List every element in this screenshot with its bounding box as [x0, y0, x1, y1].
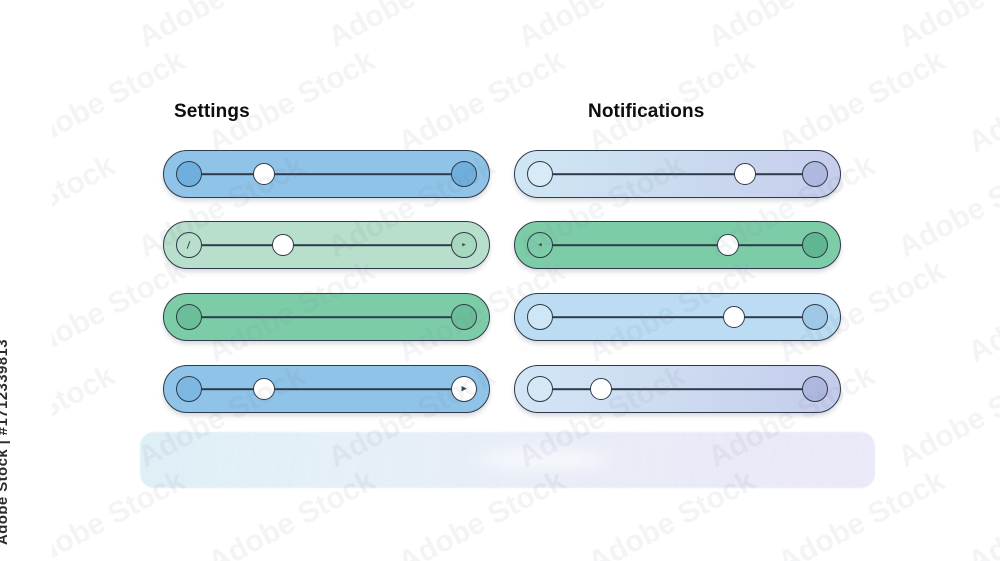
settings-slider-4-end-node[interactable]: ▶ [451, 376, 477, 402]
settings-slider-3-start-node[interactable] [176, 304, 202, 330]
notifications-slider-2[interactable]: ◂ [514, 221, 841, 269]
notifications-slider-2-start-node[interactable]: ◂ [527, 232, 553, 258]
tick-mark-icon [186, 241, 192, 249]
column-title-settings: Settings [174, 101, 250, 122]
notifications-slider-1-start-node[interactable] [527, 161, 553, 187]
watermark-ghost: Adobe Stock [513, 0, 691, 55]
settings-slider-3-track[interactable] [193, 316, 460, 318]
settings-slider-1-start-node[interactable] [176, 161, 202, 187]
adobe-stock-credit: Adobe Stock | #1712339813 [0, 339, 11, 545]
notifications-slider-4-end-node[interactable] [802, 376, 828, 402]
notifications-slider-4-start-node[interactable] [527, 376, 553, 402]
notifications-slider-3-track[interactable] [544, 316, 811, 318]
notifications-slider-3-end-node[interactable] [802, 304, 828, 330]
settings-slider-1[interactable] [163, 150, 490, 198]
settings-slider-3-end-node[interactable] [451, 304, 477, 330]
watermark-ghost: Adobe Stock [133, 0, 311, 55]
frosted-panel [140, 432, 875, 488]
watermark-ghost: Adobe Stock [772, 43, 951, 160]
watermark-ghost: Adobe Stock [392, 43, 571, 160]
settings-slider-2-track[interactable] [193, 244, 460, 246]
watermark-rail: Adobe Stock | #1712339813 [0, 0, 52, 561]
watermark-ghost: Adobe Stock [892, 358, 1000, 475]
notifications-slider-2-end-node[interactable] [802, 232, 828, 258]
notifications-slider-3-start-node[interactable] [527, 304, 553, 330]
settings-slider-1-end-node[interactable] [451, 161, 477, 187]
watermark-ghost: Adobe Stock [962, 464, 1000, 561]
settings-slider-2-start-node[interactable] [176, 232, 202, 258]
notifications-slider-4-track[interactable] [544, 388, 811, 390]
notifications-slider-3-handle[interactable] [722, 306, 745, 328]
settings-slider-4[interactable]: ▶ [163, 365, 490, 413]
column-title-notifications: Notifications [588, 101, 705, 122]
settings-slider-4-start-node[interactable] [176, 376, 202, 402]
settings-slider-4-track[interactable] [193, 388, 460, 390]
watermark-ghost: Adobe Stock [962, 254, 1000, 370]
settings-slider-1-track[interactable] [193, 173, 460, 175]
watermark-ghost: Adobe Stock [893, 0, 1000, 55]
watermark-ghost: Adobe Stock [323, 0, 501, 55]
notifications-slider-2-track[interactable] [544, 244, 811, 246]
notifications-slider-1[interactable] [514, 150, 841, 198]
notifications-slider-4-handle[interactable] [589, 378, 612, 400]
settings-slider-1-handle[interactable] [252, 163, 275, 185]
watermark-ghost: Adobe Stock [703, 0, 881, 55]
settings-slider-2-handle[interactable] [272, 234, 295, 256]
notifications-slider-1-handle[interactable] [733, 163, 756, 185]
watermark-ghost: Adobe Stock [962, 44, 1000, 160]
notifications-slider-2-handle[interactable] [717, 234, 740, 256]
play-arrow-icon: ▸ [462, 240, 466, 249]
watermark-ghost: Adobe Stock [892, 148, 1000, 265]
notifications-slider-3[interactable] [514, 293, 841, 341]
settings-slider-4-handle[interactable] [252, 378, 275, 400]
settings-slider-2-end-node[interactable]: ▸ [451, 232, 477, 258]
settings-slider-2[interactable]: ▸ [163, 221, 490, 269]
play-arrow-icon: ▶ [461, 384, 467, 393]
arrow-left-icon: ◂ [538, 240, 542, 249]
notifications-slider-1-end-node[interactable] [802, 161, 828, 187]
notifications-slider-4[interactable] [514, 365, 841, 413]
settings-slider-3[interactable] [163, 293, 490, 341]
notifications-slider-1-track[interactable] [544, 173, 811, 175]
